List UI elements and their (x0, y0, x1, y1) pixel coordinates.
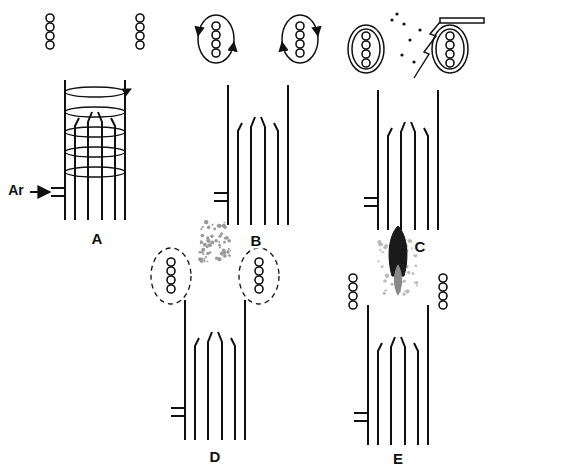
gas-label: Ar (6, 182, 26, 198)
panel-letter: E (391, 450, 405, 467)
panel-d (151, 220, 279, 440)
panel-letter: D (208, 448, 223, 465)
panel-a (30, 14, 144, 220)
panel-e (349, 226, 447, 445)
panel-b (198, 15, 318, 225)
panel-letter: B (249, 232, 264, 249)
panel-letter: A (90, 230, 105, 247)
panel-c (348, 12, 484, 230)
panel-letter: C (413, 238, 428, 255)
